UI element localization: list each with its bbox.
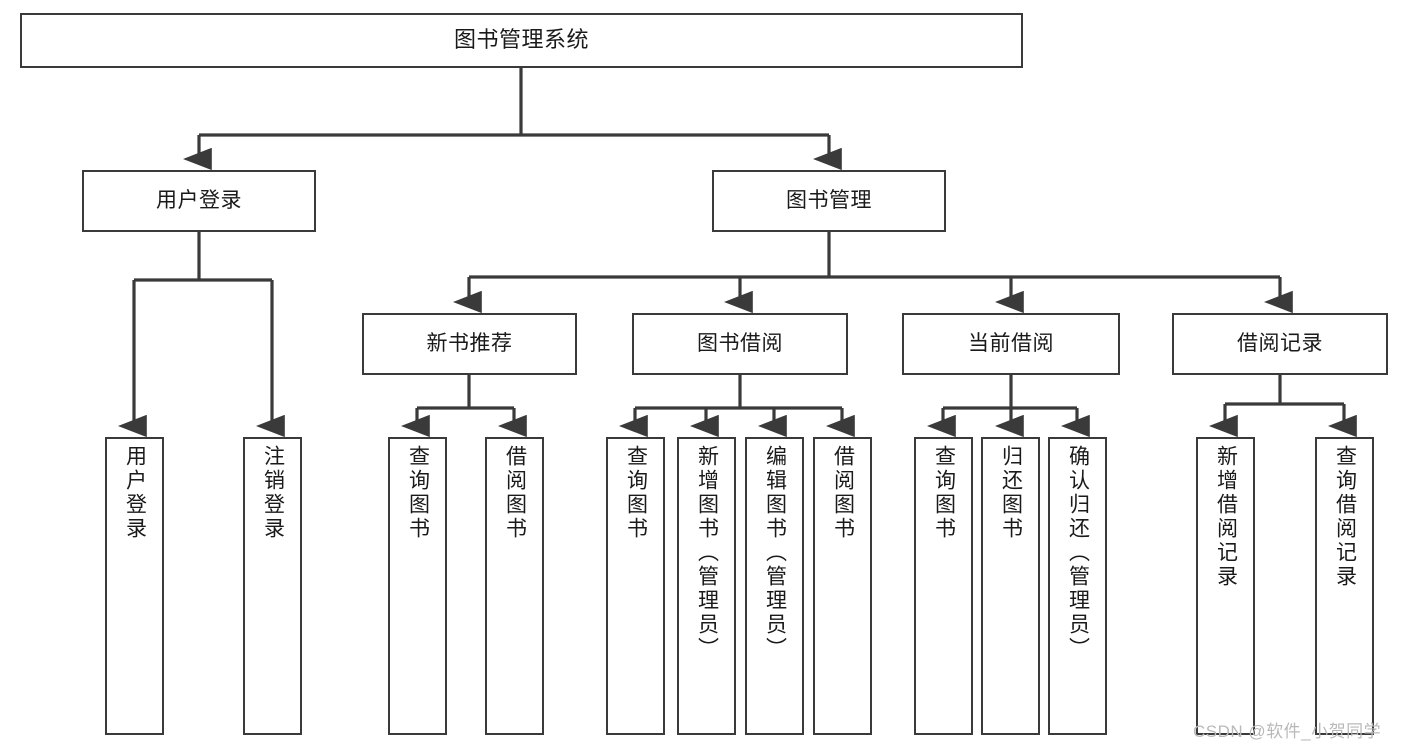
node-label: 图书管理 [786, 189, 872, 213]
node-label: 归还图书 [999, 445, 1023, 541]
leaf-query-book-recommend[interactable]: 查询图书 [388, 437, 447, 735]
node-label: 借阅图书 [831, 445, 855, 541]
node-user-login[interactable]: 用户登录 [82, 170, 316, 232]
node-label: 查询借阅记录 [1333, 445, 1357, 589]
node-label: 用户登录 [156, 189, 242, 213]
leaf-confirm-return-admin[interactable]: 确认归还（管理员） [1048, 437, 1107, 735]
watermark: CSDN @软件_小贺同学 [1193, 722, 1382, 741]
leaf-add-borrow-record[interactable]: 新增借阅记录 [1196, 437, 1255, 735]
node-label: 新增借阅记录 [1214, 445, 1238, 589]
leaf-user-login[interactable]: 用户登录 [105, 437, 164, 735]
node-label: 新增图书（管理员） [695, 445, 719, 661]
leaf-borrow-book-recommend[interactable]: 借阅图书 [485, 437, 544, 735]
leaf-add-book-admin[interactable]: 新增图书（管理员） [677, 437, 736, 735]
node-label: 编辑图书（管理员） [763, 445, 787, 661]
leaf-logout[interactable]: 注销登录 [243, 437, 302, 735]
node-current-borrow[interactable]: 当前借阅 [902, 313, 1120, 375]
node-borrow-record[interactable]: 借阅记录 [1172, 313, 1388, 375]
leaf-query-book-borrow[interactable]: 查询图书 [606, 437, 665, 735]
node-label: 注销登录 [261, 445, 285, 541]
leaf-return-book[interactable]: 归还图书 [981, 437, 1040, 735]
node-label: 新书推荐 [426, 332, 513, 356]
node-label: 借阅图书 [503, 445, 527, 541]
node-book-management[interactable]: 图书管理 [712, 170, 946, 232]
node-root-system[interactable]: 图书管理系统 [20, 13, 1023, 68]
leaf-edit-book-admin[interactable]: 编辑图书（管理员） [745, 437, 804, 735]
node-label: 用户登录 [123, 445, 147, 541]
leaf-query-book-current[interactable]: 查询图书 [914, 437, 973, 735]
node-label: 图书借阅 [697, 332, 783, 356]
node-label: 图书管理系统 [453, 27, 589, 53]
node-book-borrow[interactable]: 图书借阅 [632, 313, 848, 375]
node-label: 确认归还（管理员） [1066, 445, 1090, 661]
node-label: 查询图书 [932, 445, 956, 541]
node-new-book-recommend[interactable]: 新书推荐 [362, 313, 577, 375]
node-label: 查询图书 [406, 445, 430, 541]
node-label: 当前借阅 [968, 332, 1054, 356]
node-label: 查询图书 [624, 445, 648, 541]
leaf-query-borrow-record[interactable]: 查询借阅记录 [1315, 437, 1374, 735]
leaf-borrow-book[interactable]: 借阅图书 [813, 437, 872, 735]
node-label: 借阅记录 [1237, 332, 1323, 356]
